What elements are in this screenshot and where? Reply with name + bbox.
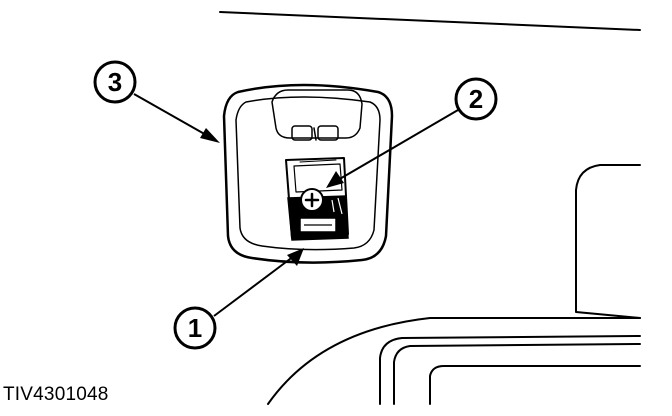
- housing-upper-mount: [271, 89, 363, 139]
- bulb-filament: [304, 192, 320, 208]
- mount-clip-divider: [313, 127, 317, 141]
- leader-line-2: [337, 109, 459, 181]
- callout-1-label: 1: [188, 313, 202, 343]
- window-frame-outline: [575, 164, 641, 319]
- leader-line-1: [213, 255, 295, 317]
- lens-opening-inner: [293, 163, 343, 193]
- arrowhead-1: [287, 248, 304, 266]
- lower-panel-inner-frame: [379, 335, 641, 405]
- callout-1: 1: [173, 306, 217, 350]
- dome-light-housing: [222, 83, 394, 264]
- mount-clip-left: [291, 125, 313, 141]
- callout-3: 3: [93, 60, 137, 104]
- leader-line-3: [133, 93, 209, 137]
- callout-2-label: 2: [469, 84, 483, 114]
- arrowhead-3: [200, 128, 220, 143]
- callout-2: 2: [454, 77, 498, 121]
- lower-panel-inset: [429, 365, 641, 405]
- arrowhead-2: [326, 171, 344, 188]
- mount-clip-right: [317, 125, 339, 141]
- figure-id-caption: TIV4301048: [3, 384, 109, 405]
- housing-inner-rim: [235, 96, 381, 251]
- lower-panel-outline: [267, 317, 641, 405]
- lens-detail-line: [299, 159, 337, 163]
- callout-3-label: 3: [108, 67, 122, 97]
- switch-side-contacts: [331, 197, 343, 215]
- lower-panel-inner-frame-2: [393, 343, 641, 405]
- headliner-edge-line: [219, 11, 641, 31]
